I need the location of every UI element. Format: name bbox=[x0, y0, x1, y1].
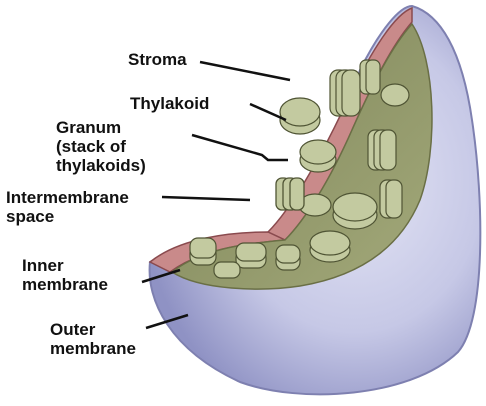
granum-leader bbox=[191, 133, 288, 162]
stroma-label: Stroma bbox=[128, 50, 187, 69]
leader-lines bbox=[141, 60, 291, 330]
granum-label: Granum (stack of thylakoids) bbox=[56, 118, 146, 175]
thylakoid-discs bbox=[279, 83, 410, 263]
thylakoid-stacks-right bbox=[329, 59, 403, 219]
intermembrane-space-label: Intermembrane space bbox=[6, 188, 129, 226]
thylakoid-leader bbox=[249, 102, 287, 122]
thylakoid-stacks-lower bbox=[189, 237, 301, 279]
thylakoid-label: Thylakoid bbox=[130, 94, 210, 113]
outer-membrane-label: Outer membrane bbox=[50, 320, 136, 358]
inner-membrane-leader bbox=[141, 268, 181, 284]
granum-stack bbox=[275, 177, 305, 211]
inner-membrane-label: Inner membrane bbox=[22, 256, 108, 294]
stroma-leader bbox=[199, 60, 291, 82]
intermembrane-leader bbox=[161, 195, 251, 202]
outer-membrane-leader bbox=[145, 313, 189, 330]
